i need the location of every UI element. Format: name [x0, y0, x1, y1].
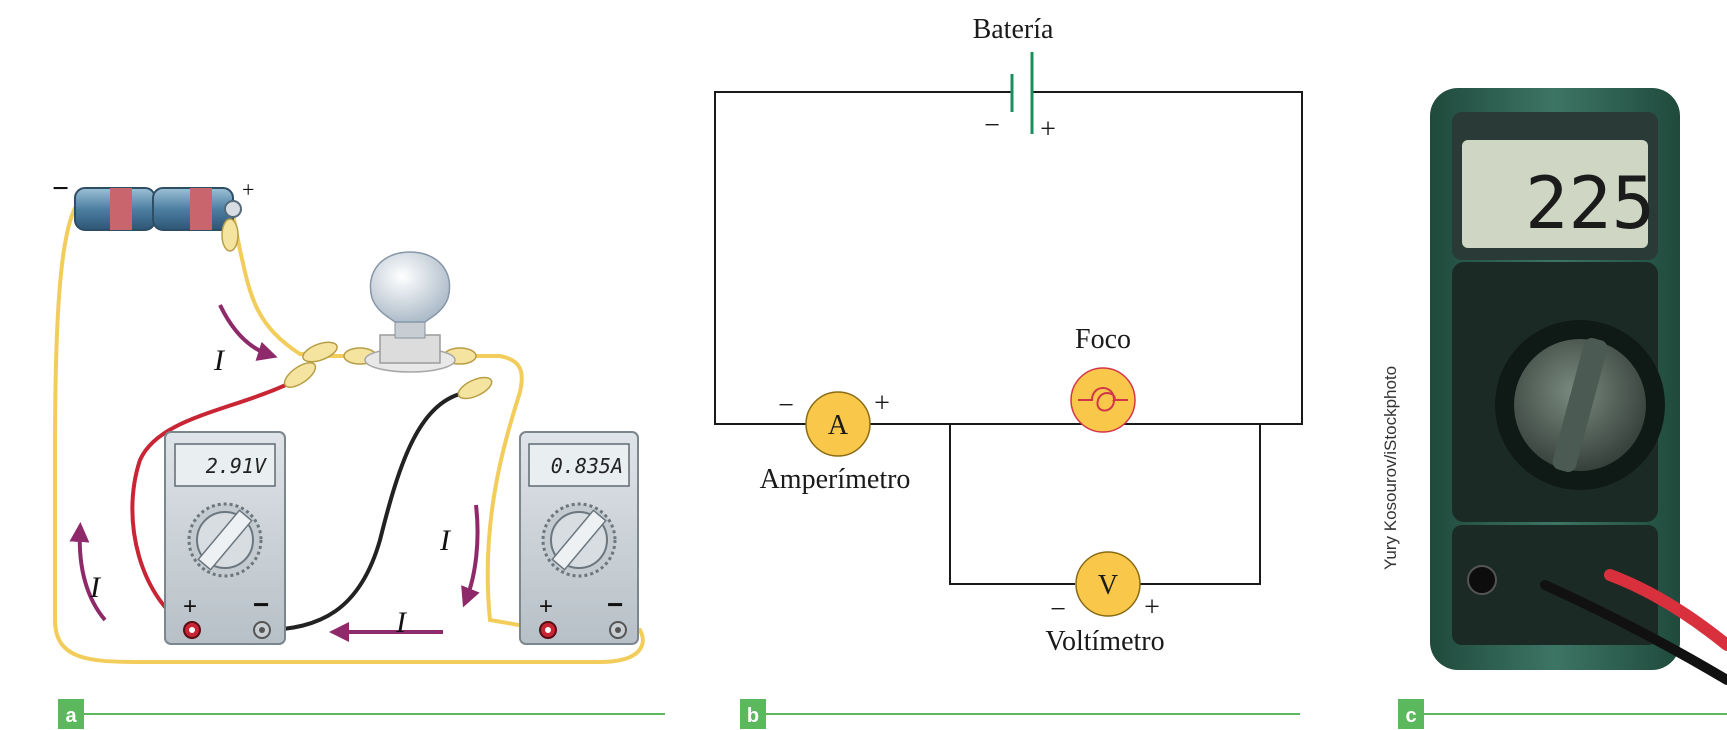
ammeter-label: Amperímetro [760, 464, 911, 495]
battery-plus-label: + [242, 177, 254, 202]
black-wire [261, 390, 469, 632]
battery-minus-sign: − [984, 110, 1000, 141]
voltmeter-minus-label: − [253, 589, 269, 620]
schematic-wires [714, 91, 1303, 585]
ammeter-minus-sign: − [778, 390, 794, 421]
ammeter-plus-sign: + [874, 388, 890, 419]
battery-label: Batería [973, 14, 1054, 45]
voltmeter-plus-label: + [183, 593, 197, 620]
ammeter-display: 0.835A [551, 454, 623, 478]
battery-pack [74, 187, 242, 231]
voltmeter-symbol [1075, 551, 1141, 617]
bulb-symbol-icon [1070, 367, 1136, 433]
ammeter-letter: A [828, 410, 849, 441]
battery-minus-label: − [52, 172, 69, 205]
panel-c-letter: c [1405, 705, 1416, 727]
panel-c-multimeter-photo: Yury Kosourov/iStockphoto 225 c [1381, 88, 1727, 729]
panel-a-letter-badge [58, 699, 84, 729]
photo-credit: Yury Kosourov/iStockphoto [1381, 366, 1400, 570]
battery-plus-sign: + [1040, 114, 1056, 145]
voltmeter-device [164, 431, 286, 645]
panel-c-letter-badge [1398, 699, 1424, 729]
panel-a-letter: a [65, 705, 77, 727]
red-wire [130, 376, 301, 632]
panel-b-circuit-schematic: Batería − + A − + Amperímetro Foco V − +… [714, 14, 1303, 729]
ammeter-symbol [805, 391, 871, 457]
panel-a-circuit-illustration: − + 2.91V + − [52, 172, 665, 729]
bulb-label: Foco [1075, 324, 1131, 355]
multimeter-display-value: 225 [1525, 161, 1655, 245]
voltmeter-letter: V [1098, 570, 1118, 601]
panel-b-letter: b [747, 705, 759, 727]
ammeter-device [519, 431, 639, 645]
current-label-right: I [439, 524, 452, 557]
voltmeter-display: 2.91V [206, 454, 267, 478]
ammeter-minus-label: − [607, 589, 623, 620]
test-leads [1540, 569, 1727, 685]
voltmeter-label: Voltímetro [1045, 626, 1164, 657]
current-label-top: I [213, 344, 226, 377]
alligator-clips [221, 218, 493, 400]
voltmeter-plus-sign: + [1144, 592, 1160, 623]
ammeter-plus-label: + [539, 593, 553, 620]
current-arrows [69, 304, 480, 642]
panel-b-letter-badge [740, 699, 766, 729]
current-label-bottom: I [395, 606, 408, 639]
light-bulb-icon [364, 251, 456, 373]
battery-symbol-icon [1010, 52, 1034, 134]
voltmeter-minus-sign: − [1050, 594, 1066, 625]
current-label-left: I [89, 571, 102, 604]
